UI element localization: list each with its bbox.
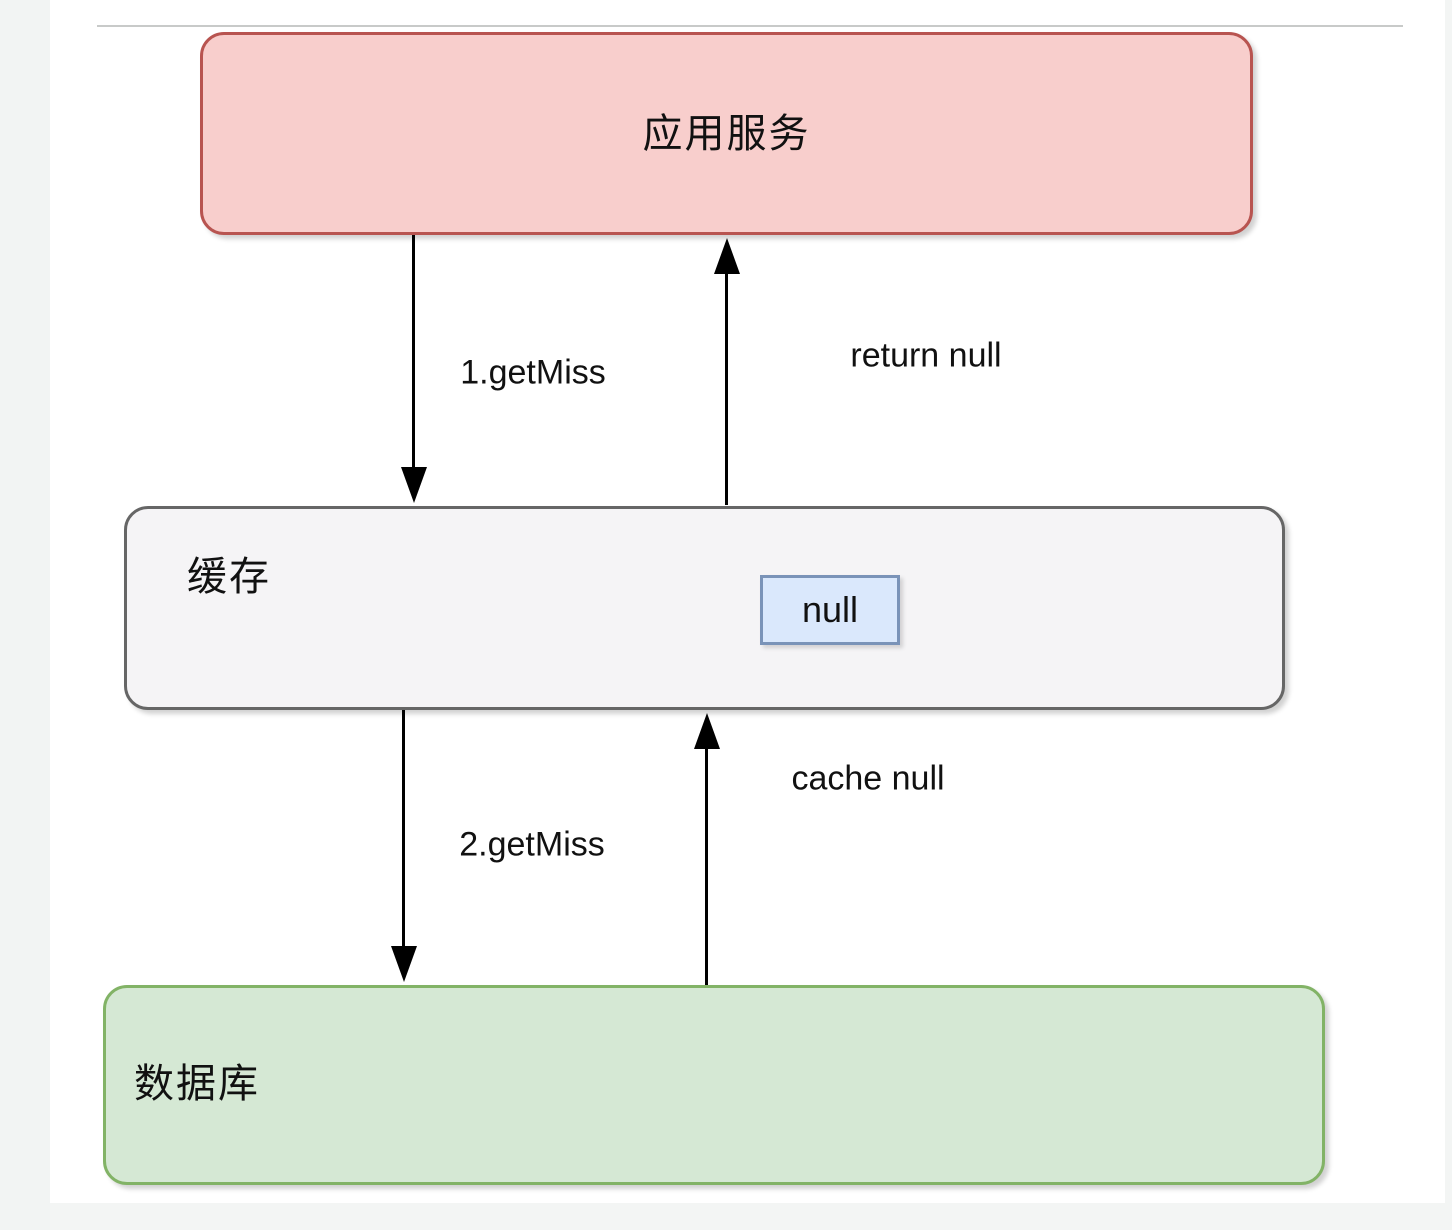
arrowhead-down-icon [391, 946, 417, 982]
app-service-label: 应用服务 [642, 111, 811, 156]
arrowhead-down-icon [401, 467, 427, 503]
edge-return-null-line [725, 272, 728, 505]
database-node: 数据库 [103, 985, 1325, 1185]
edge-return-null-label: return null [850, 336, 1002, 375]
cache-node: 缓存 null [124, 506, 1285, 710]
edge-2-getmiss-line [402, 710, 405, 949]
arrowhead-up-icon [714, 238, 740, 274]
edge-cache-null-line [705, 747, 708, 985]
database-label: 数据库 [134, 1062, 260, 1106]
page-bottom-margin [50, 1203, 1452, 1230]
app-service-node: 应用服务 [200, 32, 1253, 235]
edge-2-getmiss-label: 2.getMiss [459, 825, 605, 864]
top-divider-line [97, 25, 1403, 27]
arrowhead-up-icon [694, 713, 720, 749]
edge-1-getmiss-line [412, 235, 415, 470]
null-value-label: null [801, 589, 859, 630]
edge-cache-null-label: cache null [791, 759, 945, 798]
edge-1-getmiss-label: 1.getMiss [460, 353, 606, 392]
page-right-margin [1445, 0, 1452, 1230]
page-left-margin [0, 0, 50, 1230]
cache-label: 缓存 [187, 555, 271, 599]
null-value-box: null [760, 575, 900, 645]
